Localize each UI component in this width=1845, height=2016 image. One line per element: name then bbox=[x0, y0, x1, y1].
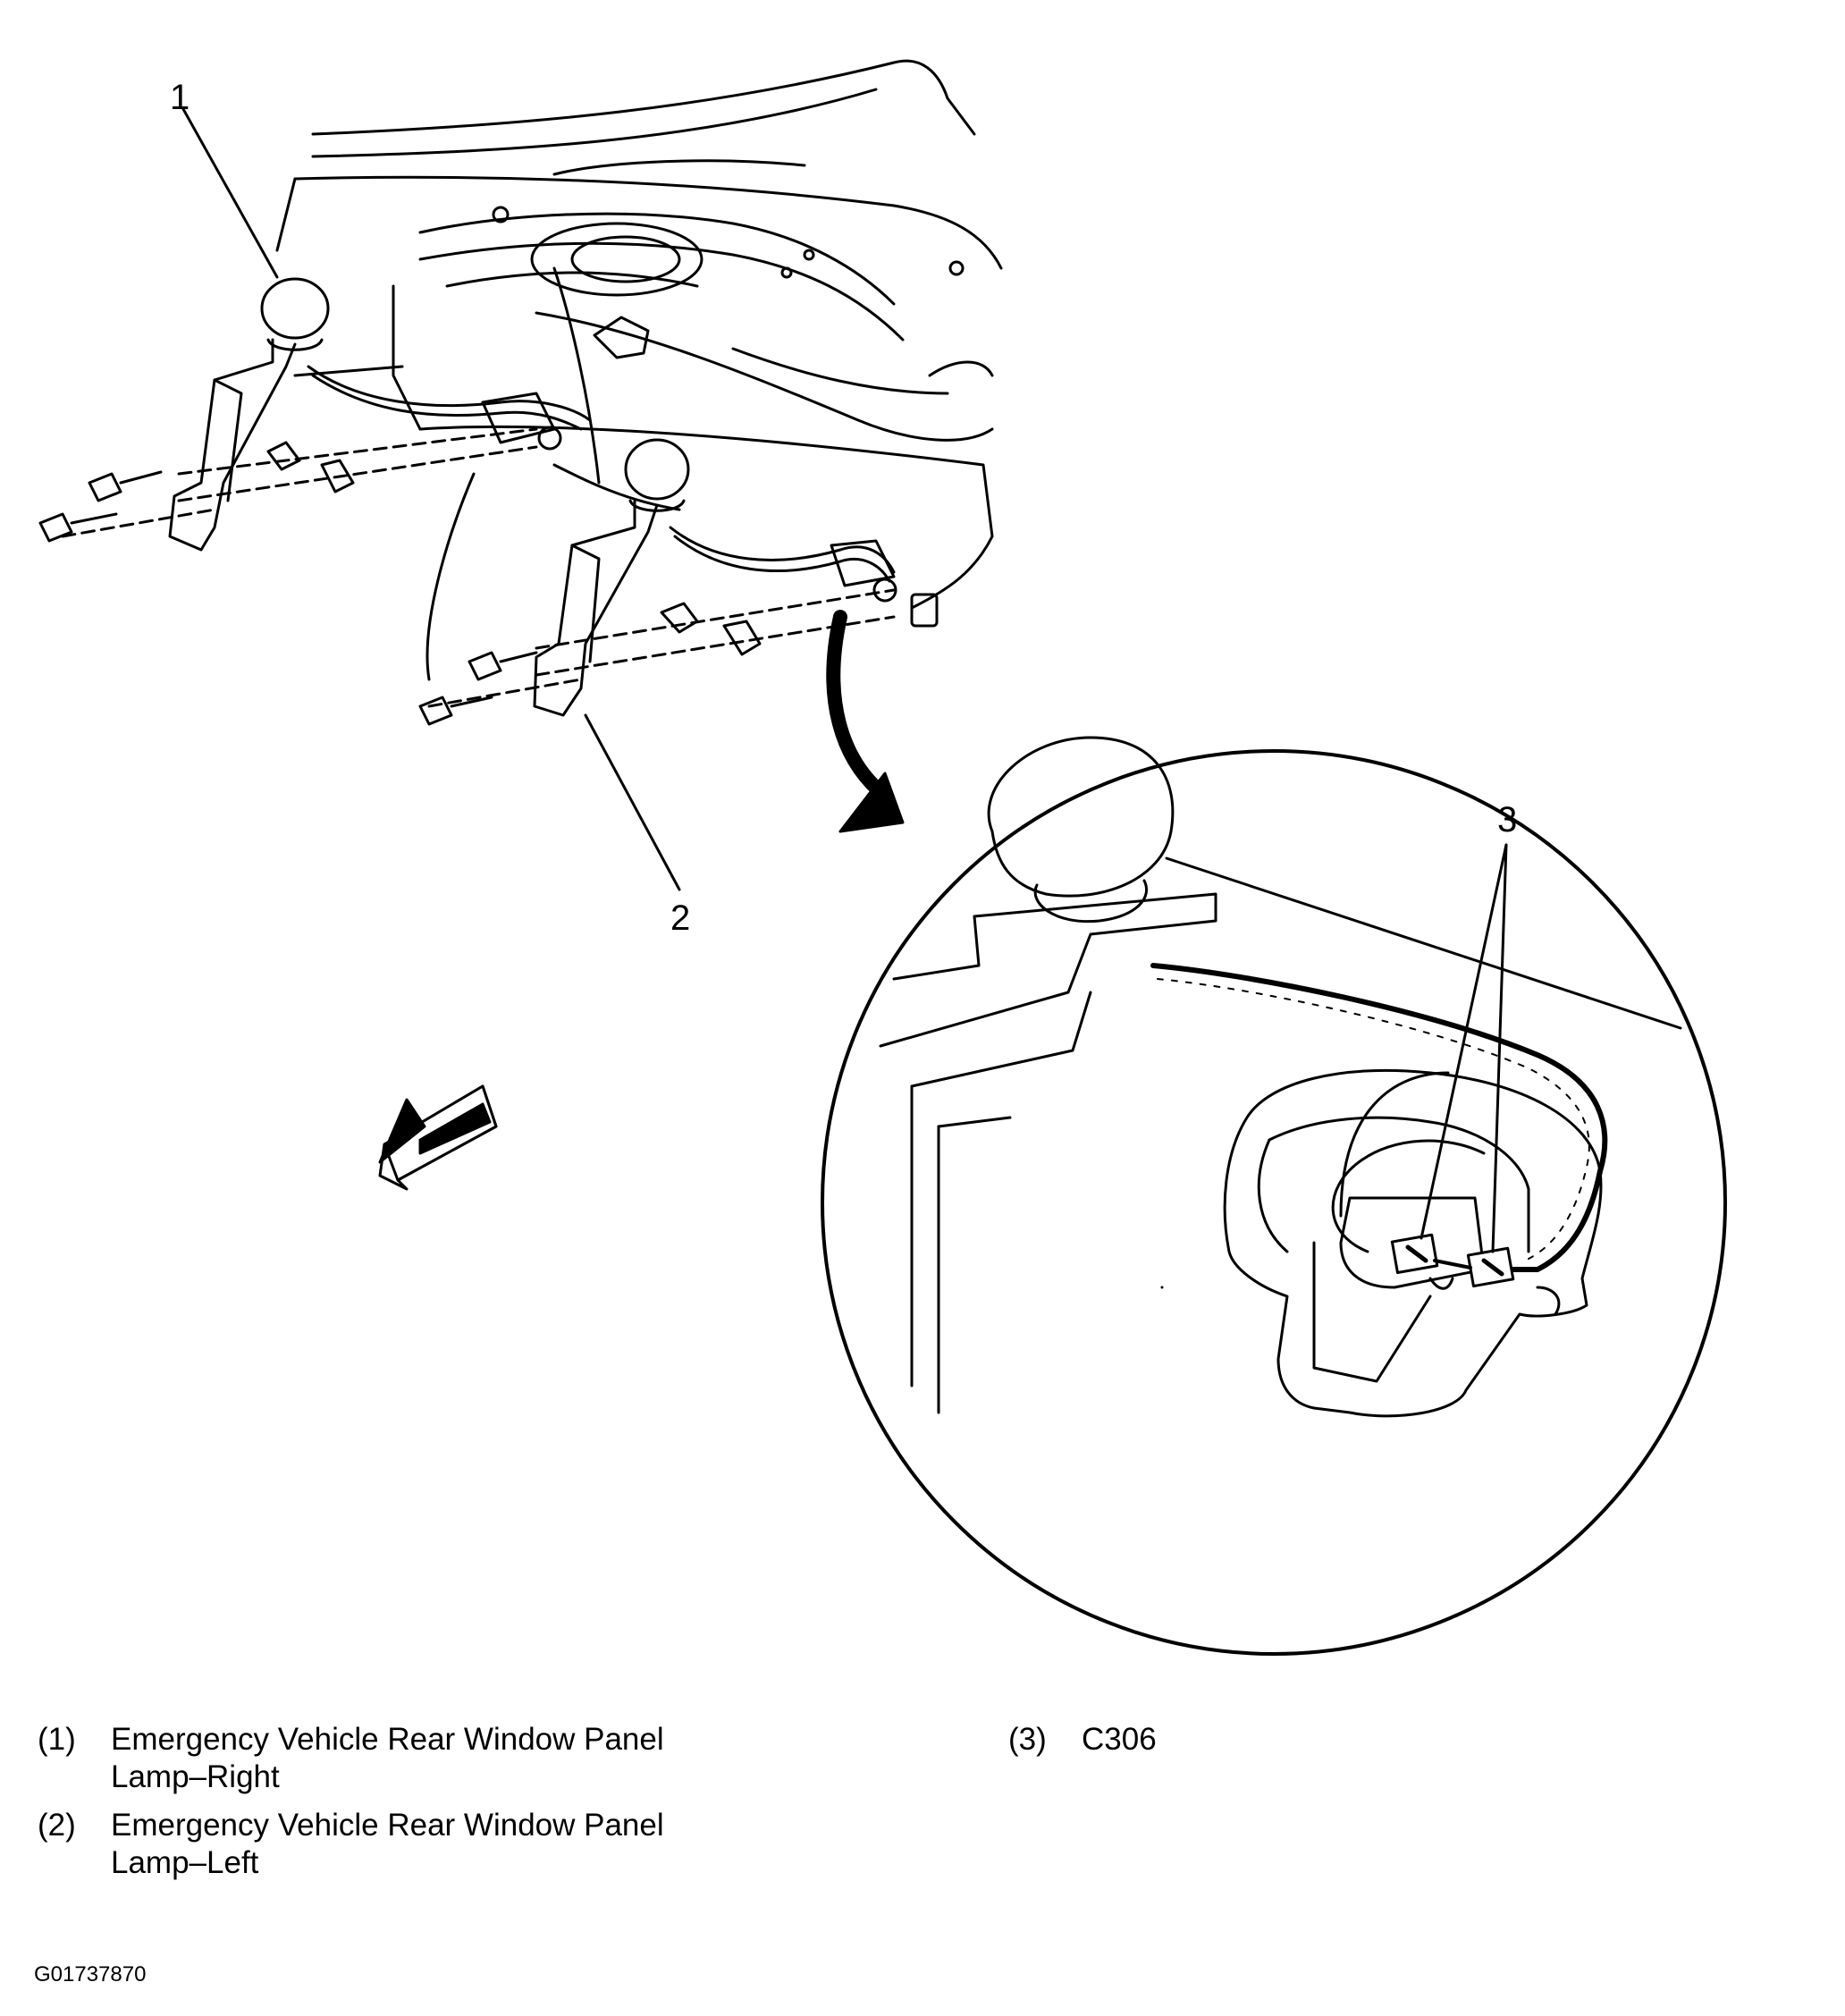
figure-id: G01737870 bbox=[34, 1962, 147, 1986]
callout-leader-3a bbox=[1420, 843, 1508, 1240]
legend-text: Emergency Vehicle Rear Window Panel Lamp… bbox=[111, 1808, 664, 1880]
callout-leader-3b bbox=[1491, 843, 1508, 1253]
callout-2: 2 bbox=[670, 898, 690, 938]
legend-text: Emergency Vehicle Rear Window Panel Lamp… bbox=[111, 1722, 664, 1794]
callout-leader-2 bbox=[584, 713, 681, 891]
callout-3: 3 bbox=[1497, 800, 1517, 839]
legend-text: C306 bbox=[1082, 1722, 1157, 1757]
legend-right-column: (3) C306 bbox=[1008, 1721, 1707, 1769]
legend-number: (1) bbox=[38, 1722, 76, 1757]
detail-arrow bbox=[826, 610, 905, 833]
detail-view bbox=[821, 736, 1727, 1656]
legend-number: (2) bbox=[38, 1808, 76, 1843]
callout-leader-1 bbox=[181, 107, 279, 279]
lamp-right bbox=[38, 277, 592, 552]
front-direction-arrow bbox=[378, 1084, 498, 1191]
lamp-left bbox=[418, 438, 897, 726]
legend-left-column: (1) Emergency Vehicle Rear Window Panel … bbox=[38, 1721, 737, 1893]
lamp-installation-illustration: 1 2 3 bbox=[38, 59, 1727, 1656]
legend-item-1: (1) Emergency Vehicle Rear Window Panel … bbox=[38, 1721, 737, 1796]
legend-item-3: (3) C306 bbox=[1008, 1721, 1707, 1759]
callout-1: 1 bbox=[170, 78, 190, 117]
rear-window-panel bbox=[275, 59, 1003, 681]
legend-item-2: (2) Emergency Vehicle Rear Window Panel … bbox=[38, 1807, 737, 1882]
legend-number: (3) bbox=[1008, 1722, 1047, 1757]
